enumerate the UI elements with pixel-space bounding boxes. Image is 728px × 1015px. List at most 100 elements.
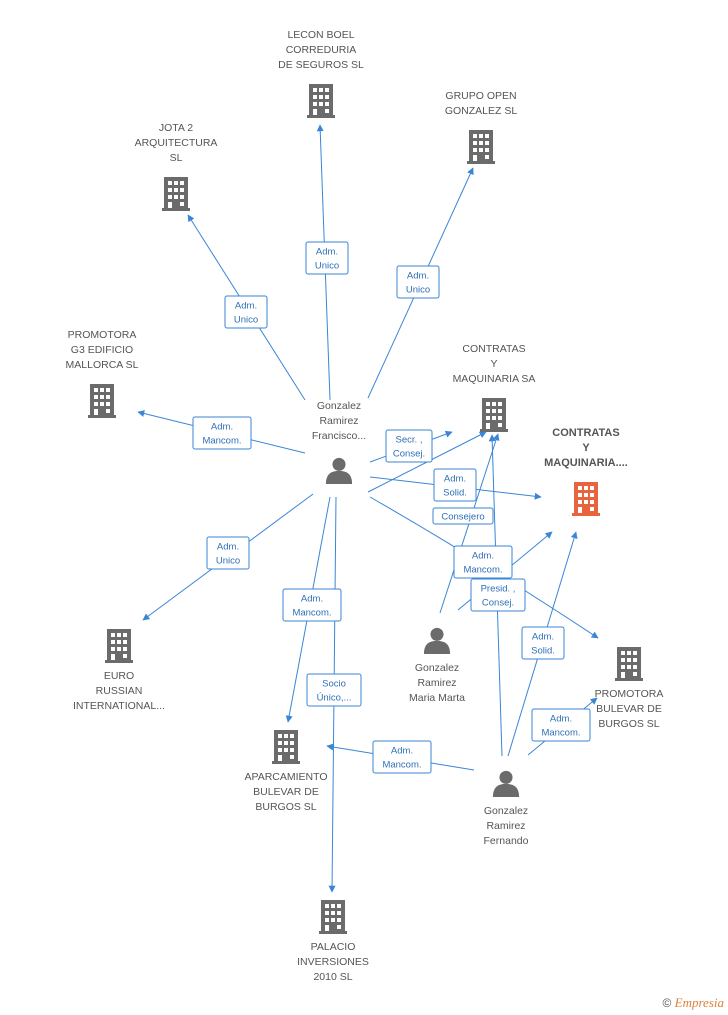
company-node-jota[interactable]: JOTA 2 ARQUITECTURA SL [135,122,218,211]
edge-label-text: Secr. , [396,435,423,446]
edge-label-text: Mancom. [202,436,241,447]
building-icon [162,177,190,211]
node-label-line: MALLORCA SL [66,359,139,371]
edge-label[interactable]: Adm.Solid. [521,626,565,660]
edge-label[interactable]: Consejero [432,507,494,525]
company-node-g3[interactable]: PROMOTORA G3 EDIFICIO MALLORCA SL [66,329,139,418]
edge-label-text: Presid. , [481,584,516,595]
edge-label[interactable]: Adm.Mancom. [192,416,252,450]
edge-label-text: Adm. [217,542,239,553]
edge-label-text: Consej. [393,449,425,460]
node-label-line: GONZALEZ SL [445,105,518,117]
edge-label-box [372,740,432,774]
node-label-line: MAQUINARIA.... [544,457,628,469]
building-icon [105,629,133,663]
node-label-line: BULEVAR DE [253,786,319,798]
node-label-line: Ramirez [486,820,525,832]
edge-label[interactable]: Adm.Mancom. [531,708,591,742]
node-label-line: ARQUITECTURA [135,137,218,149]
node-label-line: DE SEGUROS SL [278,59,364,71]
edge-label-box [521,626,565,660]
edge-label-box [453,545,513,579]
edge-label-box [282,588,342,622]
node-label-line: Gonzalez [317,400,361,412]
edge-label-text: Mancom. [292,608,331,619]
edge-label-box [531,708,591,742]
edge-label-text: Solid. [443,488,467,499]
copyright-symbol: © [662,996,672,1010]
edge-label-text: Adm. [391,746,413,757]
edge-label-text: Unico [216,556,240,567]
node-label-line: Francisco... [312,430,366,442]
node-label-line: CORREDURIA [286,44,357,56]
node-label-line: BULEVAR DE [596,703,662,715]
company-node-euro[interactable]: EURORUSSIANINTERNATIONAL... [73,629,165,712]
node-label-line: BURGOS SL [598,718,659,730]
node-label-line: Gonzalez [484,805,528,817]
edge-label-box [305,241,349,275]
edge-label[interactable]: Adm. Mancom. [453,545,513,579]
edge-label[interactable]: Presid. , Consej. [470,578,526,612]
node-label-line: RUSSIAN [96,685,143,697]
edge-label[interactable]: Secr. , Consej. [385,429,433,463]
building-icon [480,398,508,432]
node-label-line: MAQUINARIA SA [453,373,536,385]
building-icon [88,384,116,418]
edge-label-text: Consej. [482,598,514,609]
edge-label-text: Adm. [472,551,494,562]
edge-label-box [206,536,250,570]
edge-label[interactable]: Adm. Unico [396,265,440,299]
edge-label-box [306,673,362,707]
node-label-line: Fernando [484,835,529,847]
building-icon [467,130,495,164]
node-label-line: 2010 SL [313,971,352,983]
node-label-line: LECON BOEL [287,29,354,41]
person-icon [492,770,520,797]
edge-label-text: Único,... [317,693,352,704]
person-icon [423,627,451,654]
edge-label[interactable]: SocioÚnico,... [306,673,362,707]
node-label-line: Y [582,442,590,454]
node-label-line: BURGOS SL [255,801,316,813]
edge-label[interactable]: Adm. Unico [206,536,250,570]
edge-label-text: Socio [322,679,346,690]
company-node-lecon[interactable]: LECON BOEL CORREDURIA DE SEGUROS SL [278,29,364,118]
edge-label-text: Adm. [235,301,257,312]
edge-label[interactable]: Adm.Mancom. [372,740,432,774]
edge-label[interactable]: Adm.Unico [305,241,349,275]
person-node-francisco[interactable]: GonzalezRamirezFrancisco... [312,400,366,484]
edge-label-box [470,578,526,612]
edge-label[interactable]: Adm.Mancom. [282,588,342,622]
node-label-line: G3 EDIFICIO [71,344,133,356]
edge-label-text: Unico [234,315,258,326]
node-label-line: Gonzalez [415,662,459,674]
node-label-line: CONTRATAS [552,427,619,439]
node-label-line: PROMOTORA [68,329,137,341]
node-label-line: Maria Marta [409,692,465,704]
brand-logo[interactable]: Empresia [674,995,724,1010]
edge-label[interactable]: Adm. Unico [224,295,268,329]
company-node-bulevar[interactable]: PROMOTORA BULEVAR DE BURGOS SL [595,647,664,730]
edge-label-text: Consejero [441,512,484,523]
node-label-line: SL [170,152,183,164]
person-icon [325,457,353,484]
edge-label-box [396,265,440,299]
edge-label-text: Mancom. [463,565,502,576]
edge-label-text: Adm. [316,247,338,258]
edge-label-text: Unico [406,285,430,296]
node-label-line: Ramirez [417,677,456,689]
node-label-line: PROMOTORA [595,688,664,700]
company-node-contratas2[interactable]: CONTRATAS Y MAQUINARIA.... [544,427,628,516]
node-label-line: INVERSIONES [297,956,369,968]
edge-label[interactable]: Adm. Solid. [433,468,477,502]
edge-label-text: Adm. [444,474,466,485]
edge-label-text: Adm. [407,271,429,282]
node-label-line: JOTA 2 [159,122,193,134]
